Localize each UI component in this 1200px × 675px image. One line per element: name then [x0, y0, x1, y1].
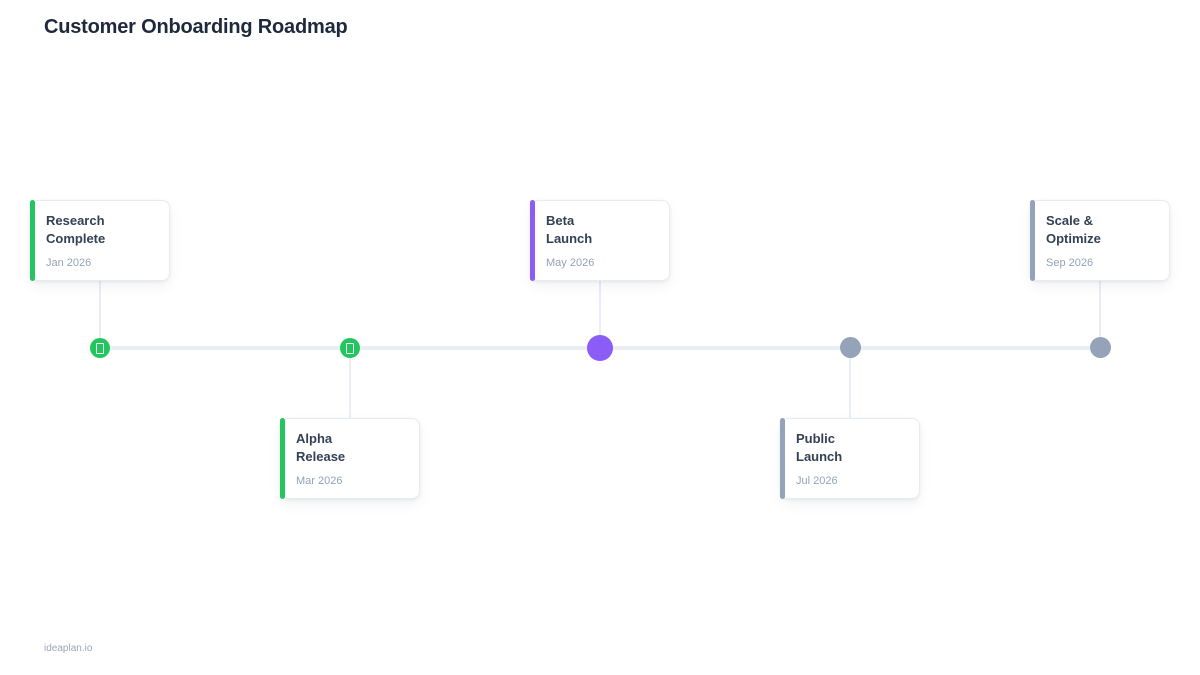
- milestone-title: Beta Launch: [546, 213, 593, 246]
- milestone-title: Research Complete: [46, 213, 106, 246]
- check-glyph-icon: [96, 342, 104, 354]
- milestone-card[interactable]: Scale & Optimize Sep 2026: [1030, 200, 1170, 281]
- milestone-card[interactable]: Beta Launch May 2026: [530, 200, 670, 281]
- check-glyph-icon: [346, 342, 354, 354]
- page-title: Customer Onboarding Roadmap: [44, 16, 348, 38]
- milestone-title: Alpha Release: [296, 431, 346, 464]
- milestone-dot[interactable]: [340, 338, 360, 358]
- card-accent-bar: [280, 418, 285, 499]
- milestone-dot[interactable]: [587, 335, 613, 361]
- milestone-card[interactable]: Public Launch Jul 2026: [780, 418, 920, 499]
- footer-brand: ideaplan.io: [44, 643, 93, 654]
- milestone-dot[interactable]: [840, 337, 861, 358]
- card-accent-bar: [1030, 200, 1035, 281]
- milestone-date: May 2026: [546, 257, 595, 269]
- connector-stem: [349, 350, 351, 418]
- connector-stem: [599, 281, 601, 348]
- milestone-card[interactable]: Alpha Release Mar 2026: [280, 418, 420, 499]
- milestone-date: Jul 2026: [796, 475, 838, 487]
- connector-stem: [99, 281, 101, 348]
- milestone-title: Scale & Optimize: [1046, 213, 1101, 246]
- connector-stem: [849, 350, 851, 418]
- connector-stem: [1099, 281, 1101, 348]
- card-accent-bar: [530, 200, 535, 281]
- milestone-date: Sep 2026: [1046, 257, 1094, 269]
- milestone-title: Public Launch: [796, 431, 843, 464]
- card-accent-bar: [780, 418, 785, 499]
- milestone-dot[interactable]: [1090, 337, 1111, 358]
- card-accent-bar: [30, 200, 35, 281]
- milestone-card[interactable]: Research Complete Jan 2026: [30, 200, 170, 281]
- milestone-date: Mar 2026: [296, 475, 343, 487]
- milestone-dot[interactable]: [90, 338, 110, 358]
- milestone-date: Jan 2026: [46, 257, 92, 269]
